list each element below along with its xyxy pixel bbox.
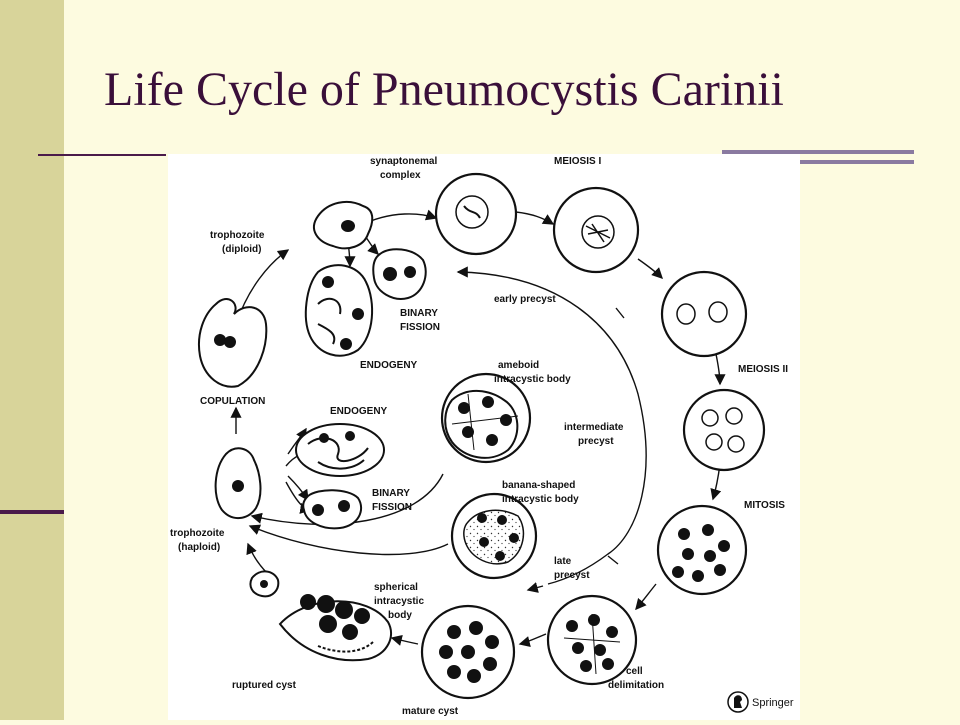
accent-line-bottom-left	[0, 510, 64, 514]
divider-line-right-b	[722, 160, 914, 164]
label-spherical-intracystic: intracystic	[374, 596, 424, 607]
trophozoite-haploid	[214, 447, 262, 519]
springer-logo: Springer	[727, 691, 794, 713]
label-mitosis: MITOSIS	[744, 500, 785, 511]
label-banana-shaped: banana-shaped	[502, 480, 575, 491]
diagram-labels: synaptonemal complex MEIOSIS I trophozoi…	[170, 156, 788, 717]
life-cycle-figure: synaptonemal complex MEIOSIS I trophozoi…	[168, 154, 800, 720]
label-intermediate: intermediate	[564, 422, 624, 433]
endogeny-top-cell	[304, 264, 374, 357]
cycle-arrows	[230, 209, 726, 648]
mature-cyst	[420, 604, 516, 700]
label-late: late	[554, 556, 572, 567]
label-spherical-body: body	[388, 610, 412, 621]
label-trophozoite-haploid: trophozoite	[170, 528, 225, 539]
label-copulation: COPULATION	[200, 396, 265, 407]
label-banana-intracystic: intracystic body	[502, 494, 579, 505]
label-delimitation: delimitation	[608, 680, 664, 691]
label-endogeny-top: ENDOGENY	[360, 360, 418, 371]
ruptured-cyst	[278, 594, 393, 662]
life-cycle-diagram: synaptonemal complex MEIOSIS I trophozoi…	[170, 156, 794, 717]
label-meiosis-ii: MEIOSIS II	[738, 364, 788, 375]
label-meiosis-i: MEIOSIS I	[554, 156, 601, 167]
label-synaptonemal: synaptonemal	[370, 156, 437, 167]
label-fission-top: FISSION	[400, 322, 440, 333]
precyst-arc	[456, 266, 647, 593]
label-fission-mid: FISSION	[372, 502, 412, 513]
divider-line-left	[38, 154, 166, 156]
meiosis-ii-cyst	[682, 388, 766, 472]
released-trophozoite	[249, 570, 280, 598]
label-diploid: (diploid)	[222, 244, 261, 255]
two-nuclei-cyst	[660, 270, 748, 358]
label-intracystic-body: intracystic body	[494, 374, 571, 385]
binary-fission-mid-cells	[302, 489, 363, 530]
label-intermediate-precyst: precyst	[578, 436, 614, 447]
meiosis-i-cyst	[552, 186, 640, 274]
label-endogeny-mid: ENDOGENY	[330, 406, 388, 417]
divider-line-right-a	[722, 150, 914, 154]
banana-cyst	[450, 492, 538, 580]
label-mature-cyst: mature cyst	[402, 706, 459, 717]
mitosis-cyst	[656, 504, 748, 596]
label-complex: complex	[380, 170, 421, 181]
ameboid-cyst	[440, 372, 532, 464]
left-decor-band	[0, 0, 64, 720]
label-spherical: spherical	[374, 582, 418, 593]
label-early-precyst: early precyst	[494, 294, 556, 305]
label-late-precyst: precyst	[554, 570, 590, 581]
copulation-cells	[198, 298, 268, 388]
cell-delimitation-cyst	[546, 594, 638, 686]
label-cell: cell	[626, 666, 643, 677]
label-binary-top: BINARY	[400, 308, 438, 319]
trophozoite-diploid	[313, 200, 374, 250]
synaptonemal-cyst	[434, 172, 518, 256]
slide-title: Life Cycle of Pneumocystis Carinii	[104, 63, 784, 116]
label-trophozoite-diploid: trophozoite	[210, 230, 265, 241]
label-haploid: (haploid)	[178, 542, 220, 553]
label-ameboid: ameboid	[498, 360, 539, 371]
label-binary-mid: BINARY	[372, 488, 410, 499]
label-ruptured-cyst: ruptured cyst	[232, 680, 297, 691]
endogeny-mid-cell	[295, 423, 385, 477]
publisher-name: Springer	[752, 697, 794, 709]
binary-fission-top-cells	[372, 248, 427, 300]
